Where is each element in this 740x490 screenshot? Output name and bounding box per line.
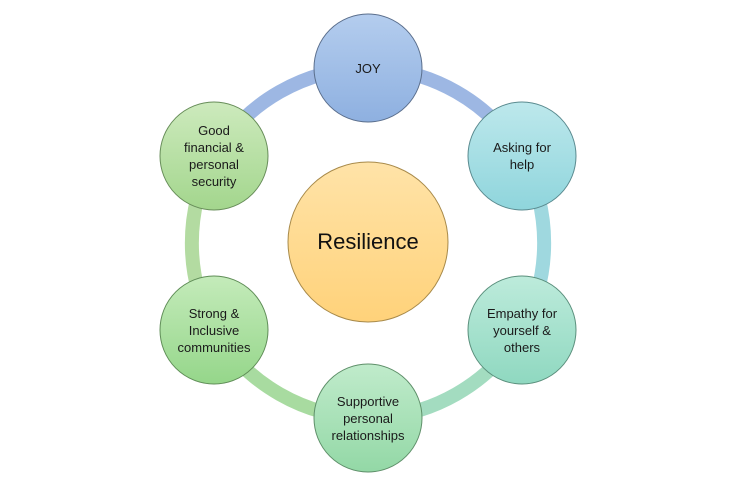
node-circle-empathy bbox=[467, 275, 577, 385]
node-circle-supportive bbox=[313, 363, 423, 473]
node-circle-security bbox=[159, 101, 269, 211]
node-circle-asking bbox=[467, 101, 577, 211]
node-circle-joy bbox=[313, 13, 423, 123]
node-circle-strong bbox=[159, 275, 269, 385]
node-circles bbox=[159, 13, 577, 473]
center-circle bbox=[287, 161, 449, 323]
